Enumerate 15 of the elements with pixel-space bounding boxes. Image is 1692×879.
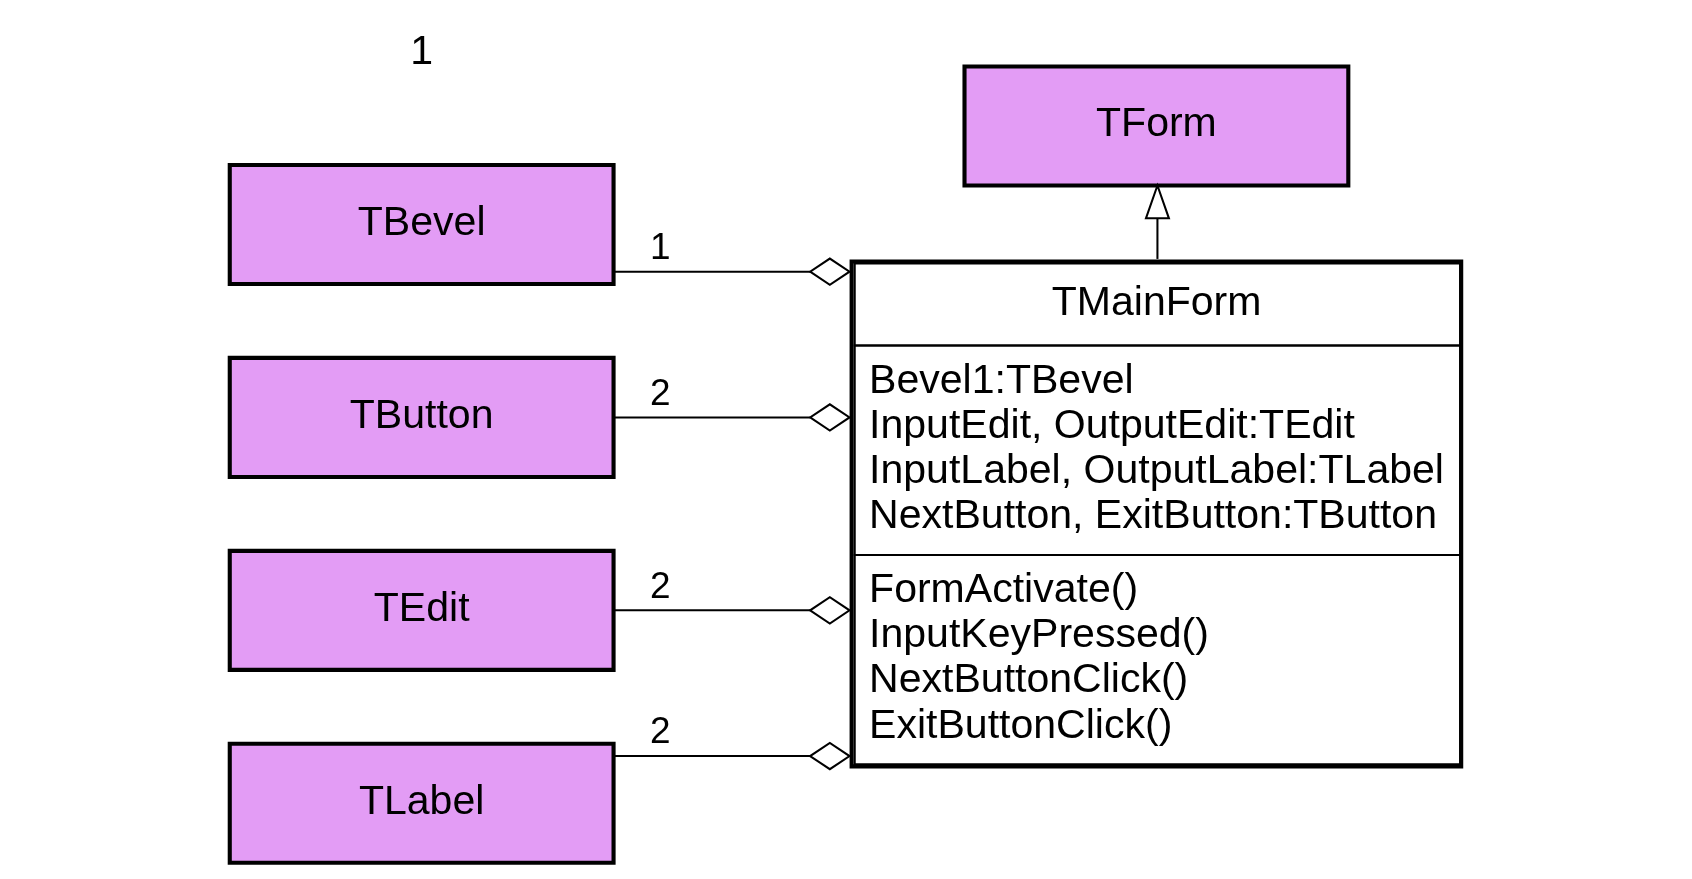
node-box: TEdit [227, 548, 616, 672]
edge-label: 2 [649, 709, 671, 751]
node-box: TLabel [227, 741, 616, 865]
arrow [1144, 181, 1170, 259]
connector [613, 402, 851, 432]
label: 1 [409, 26, 433, 73]
edge-label: 1 [649, 225, 671, 267]
connector [613, 741, 851, 770]
connector [613, 256, 851, 286]
connector [613, 595, 851, 625]
node-box: TBevel [227, 162, 616, 286]
edge-label: 2 [649, 564, 671, 606]
edge-label: 2 [649, 371, 671, 413]
node-box: TForm [961, 63, 1350, 188]
node-box: TButton [227, 355, 616, 479]
